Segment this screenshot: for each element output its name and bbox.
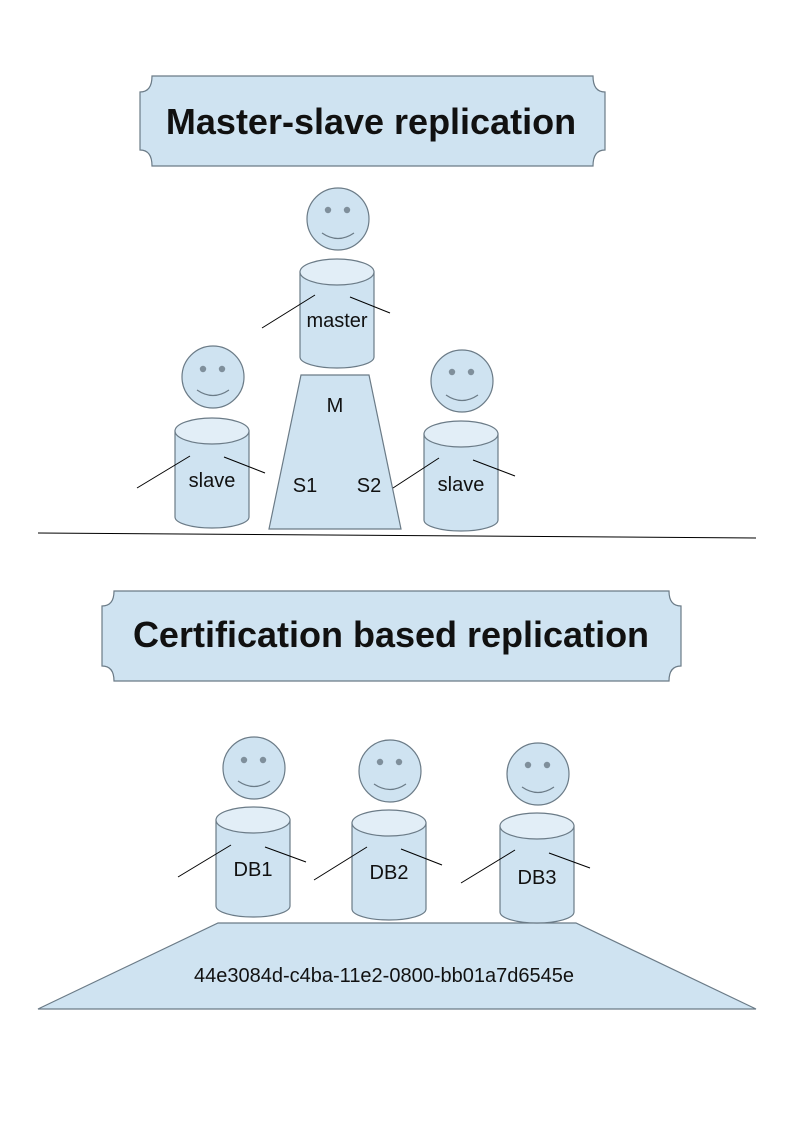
master-database-icon: master <box>261 258 391 369</box>
master-slave-title: Master-slave replication <box>166 101 576 142</box>
db3-database-icon: DB3 <box>460 812 591 924</box>
slave-left-database-icon: slave <box>136 417 266 529</box>
certification-title-banner: Certification based replication <box>101 590 682 682</box>
slave-right-label: slave <box>438 474 485 496</box>
certification-base: 44e3084d-c4ba-11e2-0800-bb01a7d6545e <box>37 922 757 1010</box>
pyramid-top-label: M <box>327 395 344 417</box>
slave-left-smiley-icon <box>181 345 245 409</box>
slave-right-database-icon: slave <box>392 420 516 532</box>
title-banner-shape <box>101 590 682 682</box>
db2-database-icon: DB2 <box>313 809 443 921</box>
db3-label: DB3 <box>518 867 557 889</box>
replication-pyramid: M S1 S2 <box>268 374 402 530</box>
master-slave-title-banner: Master-slave replication <box>139 75 606 167</box>
db1-smiley-icon <box>222 736 286 800</box>
db1-database-icon: DB1 <box>177 806 307 918</box>
master-label: master <box>306 310 367 332</box>
slave-left-label: slave <box>189 470 236 492</box>
slave-right-smiley-icon <box>430 349 494 413</box>
db2-label: DB2 <box>370 862 409 884</box>
db3-smiley-icon <box>506 742 570 806</box>
db2-smiley-icon <box>358 739 422 803</box>
master-slave-section: Master-slave replication master M S1 S2 <box>136 75 606 532</box>
certification-section: Certification based replication 44e3084d… <box>37 590 757 1010</box>
section-divider <box>37 532 757 539</box>
pyramid-left-label: S1 <box>293 475 317 497</box>
pyramid-right-label: S2 <box>357 475 381 497</box>
certification-base-label: 44e3084d-c4ba-11e2-0800-bb01a7d6545e <box>194 965 574 987</box>
master-smiley-icon <box>306 187 370 251</box>
title-banner-shape <box>139 75 606 167</box>
certification-title: Certification based replication <box>133 614 649 655</box>
db1-label: DB1 <box>234 859 273 881</box>
